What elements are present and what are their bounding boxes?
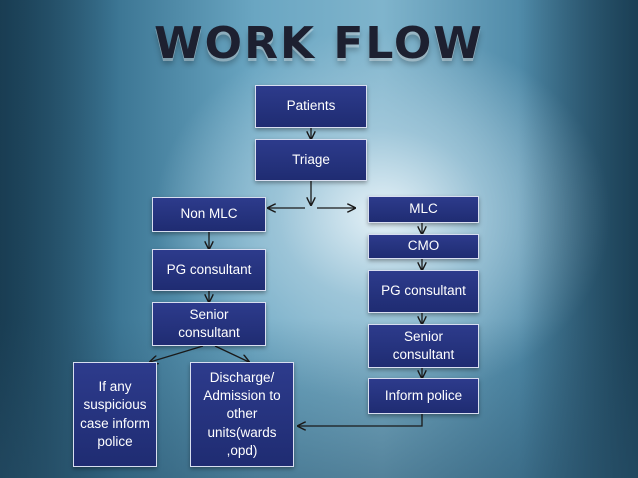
- node-pg-consultant-left: PG consultant: [152, 249, 266, 291]
- node-suspicious-case: If any suspicious case inform police: [73, 362, 157, 467]
- node-senior-consultant-left: Senior consultant: [152, 302, 266, 346]
- arrow-senior-discharge: [214, 345, 249, 362]
- node-inform-police: Inform police: [368, 378, 479, 414]
- arrow-inform-discharge: [298, 414, 423, 426]
- slide-title: WORK FLOW: [154, 18, 484, 69]
- node-senior-consultant-right: Senior consultant: [368, 324, 479, 368]
- node-patients: Patients: [255, 85, 367, 128]
- node-mlc: MLC: [368, 196, 479, 223]
- node-non-mlc: Non MLC: [152, 197, 266, 232]
- node-discharge-admission: Discharge/ Admission to other units(ward…: [190, 362, 294, 467]
- node-triage: Triage: [255, 139, 367, 181]
- node-cmo: CMO: [368, 234, 479, 259]
- node-pg-consultant-right: PG consultant: [368, 270, 479, 313]
- arrow-senior-suspicious: [150, 345, 204, 362]
